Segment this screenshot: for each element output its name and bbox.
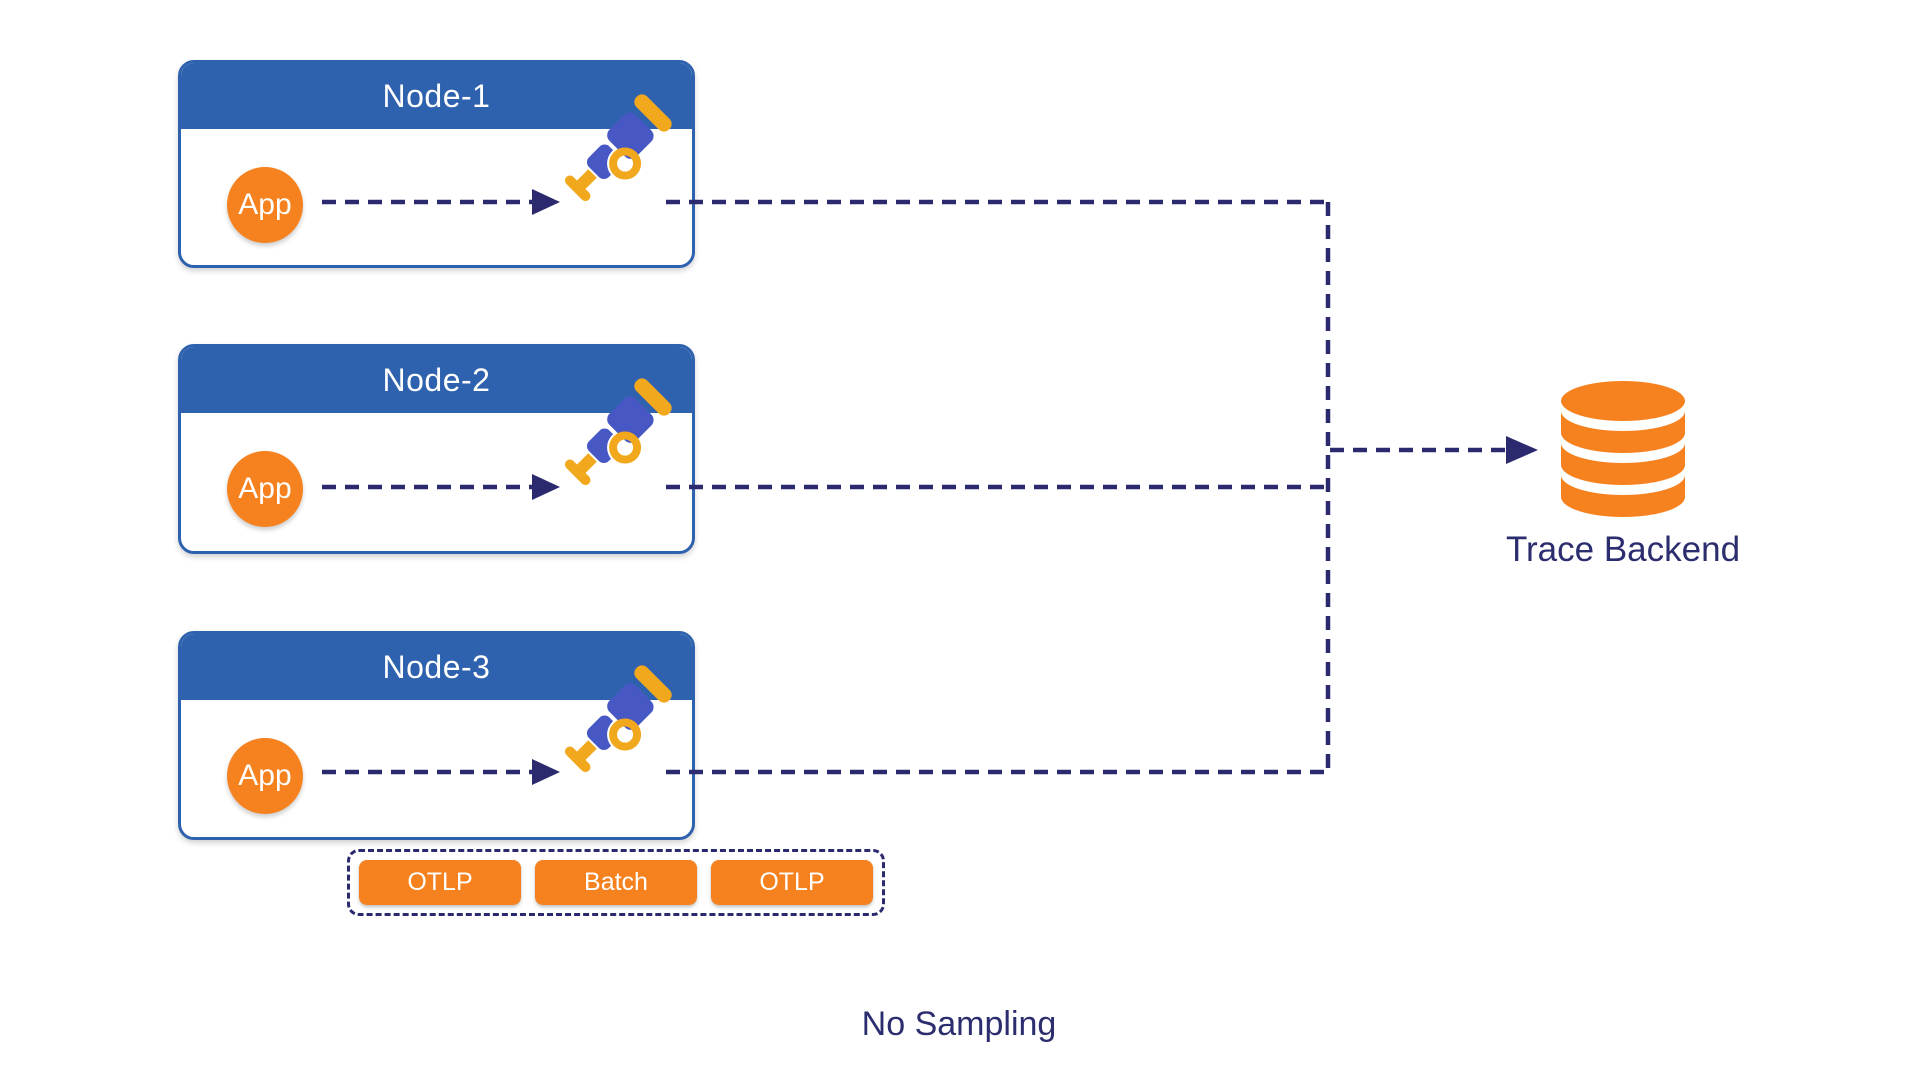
diagram-caption: No Sampling [861, 1005, 1057, 1043]
node-3-box: Node-3 App [178, 631, 695, 840]
node-2-box: Node-2 App [178, 344, 695, 554]
node-2-title: Node-2 [181, 347, 692, 413]
arrowhead [1506, 436, 1538, 464]
pipeline-step-otlp-receiver: OTLP [359, 860, 521, 905]
database-icon [1561, 381, 1685, 517]
node-1-title: Node-1 [181, 63, 692, 129]
app-circle: App [227, 451, 303, 527]
opentelemetry-collector-icon [564, 665, 672, 773]
opentelemetry-collector-icon [564, 378, 672, 486]
opentelemetry-collector-icon [564, 94, 672, 202]
app-circle: App [227, 167, 303, 243]
collector-pipeline-box: OTLP Batch OTLP [347, 849, 885, 916]
node-3-title: Node-3 [181, 634, 692, 700]
app-circle: App [227, 738, 303, 814]
pipeline-step-batch-processor: Batch [535, 860, 697, 905]
pipeline-step-otlp-exporter: OTLP [711, 860, 873, 905]
node-1-box: Node-1 App [178, 60, 695, 268]
backend-label: Trace Backend [1505, 530, 1741, 569]
